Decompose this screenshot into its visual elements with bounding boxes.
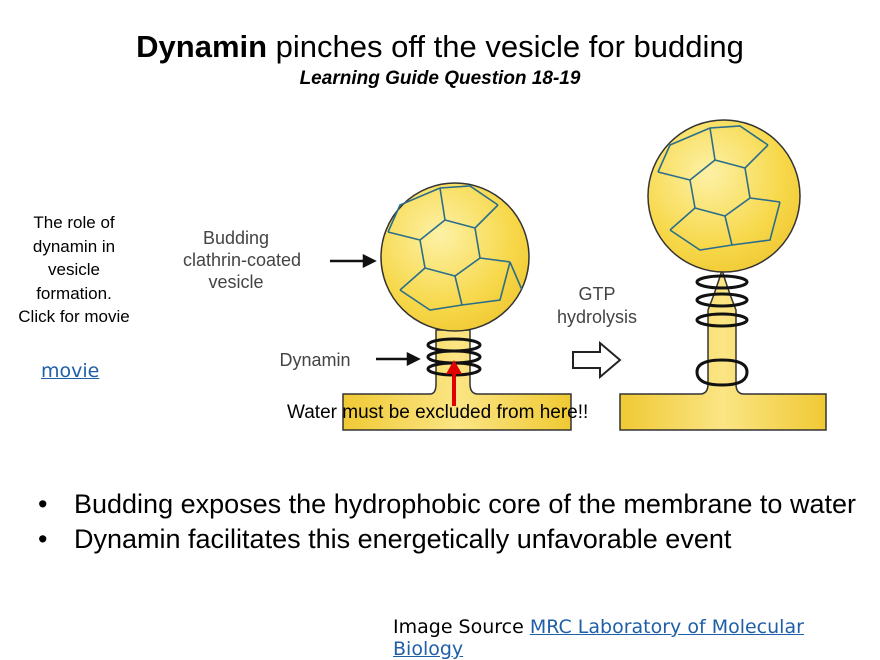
slide-subtitle: Learning Guide Question 18-19 — [299, 68, 581, 89]
water-note: Water must be excluded from here!! — [287, 402, 589, 423]
pointer-arrows — [330, 253, 421, 367]
vesicle-left — [380, 182, 530, 332]
clathrin-lattice-left — [387, 185, 523, 311]
movie-link[interactable]: movie — [41, 360, 100, 382]
title-bold: Dynamin — [136, 29, 268, 64]
bullet-text: Dynamin facilitates this energetically u… — [74, 524, 732, 554]
slide-title: Dynamin pinches off the vesicle for budd… — [0, 28, 880, 66]
red-arrow — [446, 360, 462, 406]
bullet-item: •Dynamin facilitates this energetically … — [38, 522, 868, 557]
image-source: Image Source MRC Laboratory of Molecular… — [393, 616, 880, 660]
dynamin-coil-right — [695, 274, 749, 387]
label-dynamin: Dynamin — [279, 350, 350, 370]
label-gtp-1: GTP — [578, 284, 615, 304]
label-budding-3: vesicle — [208, 272, 263, 292]
vesicle-right — [647, 119, 801, 273]
bullet-list: •Budding exposes the hydrophobic core of… — [38, 487, 868, 557]
gtp-arrow — [572, 340, 622, 380]
clathrin-lattice-right — [657, 125, 781, 251]
source-prefix: Image Source — [393, 616, 530, 638]
title-rest: pinches off the vesicle for budding — [267, 29, 744, 64]
label-budding-2: clathrin-coated — [183, 250, 301, 270]
bullet-item: •Budding exposes the hydrophobic core of… — [38, 487, 868, 522]
label-gtp-2: hydrolysis — [557, 307, 637, 327]
side-note: The role of dynamin in vesicle formation… — [18, 213, 130, 326]
bullet-text: Budding exposes the hydrophobic core of … — [74, 489, 856, 519]
source-link[interactable]: MRC Laboratory of Molecular Biology — [393, 616, 804, 660]
diagram-labels: Budding clathrin-coated vesicle Dynamin … — [183, 228, 637, 370]
label-budding-1: Budding — [203, 228, 269, 248]
membrane-left — [342, 329, 572, 431]
